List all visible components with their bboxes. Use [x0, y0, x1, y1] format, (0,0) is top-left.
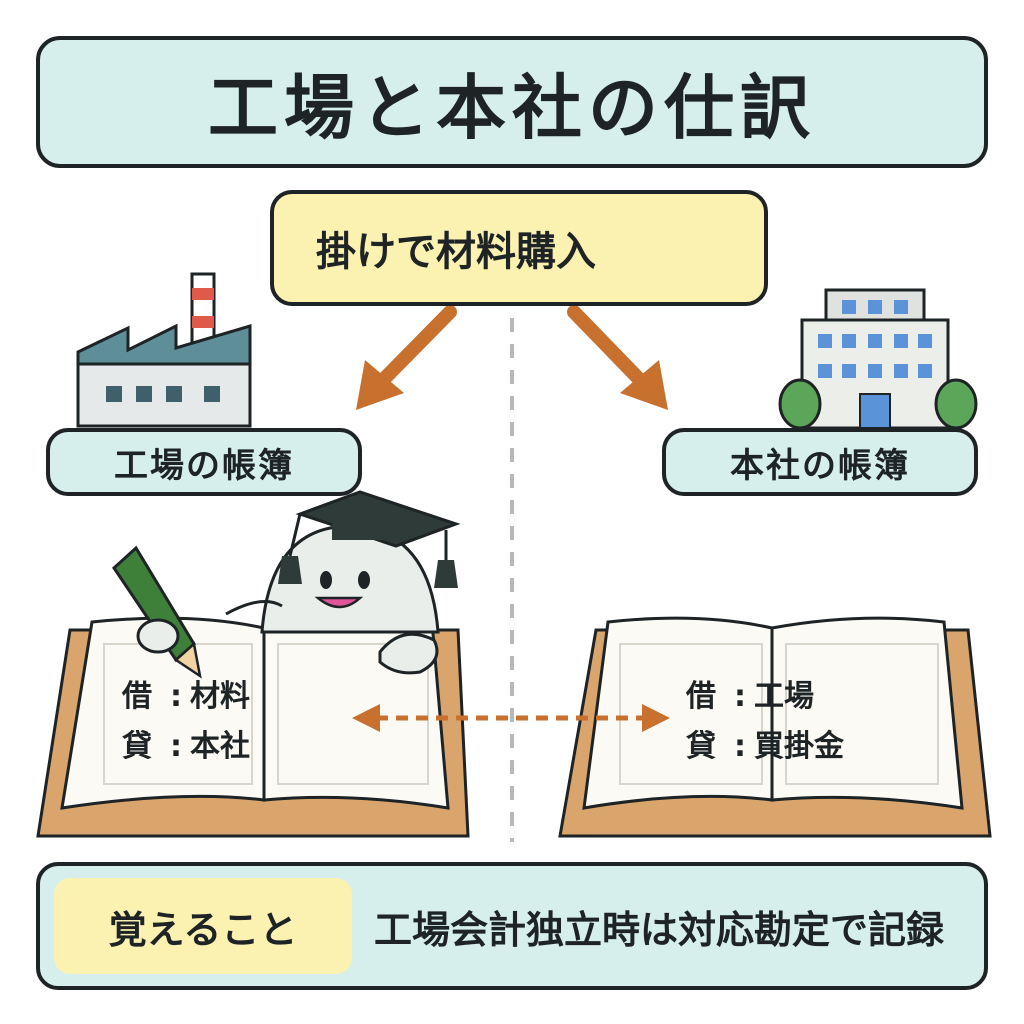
hq-credit-account: 買掛金 — [754, 729, 844, 764]
arrow-to-hq — [567, 305, 668, 410]
page-title: 工場と本社の仕訳 — [36, 36, 988, 168]
debit-key: 借 — [122, 679, 152, 714]
factory-icon — [76, 272, 252, 428]
hq-debit-entry: 借:工場 — [686, 682, 814, 712]
factory-credit-account: 本社 — [190, 729, 250, 764]
hq-open-book-icon — [558, 616, 992, 838]
office-building-icon — [778, 288, 978, 430]
factory-debit-account: 材料 — [190, 679, 250, 714]
hq-ledger-title: 本社の帳簿 — [662, 428, 978, 496]
pencil-icon — [112, 545, 202, 679]
transaction-label: 掛けで材料購入 — [270, 190, 768, 306]
memo-label: 覚えること — [54, 878, 352, 974]
credit-key: 貸 — [122, 729, 152, 764]
hq-debit-account: 工場 — [754, 679, 814, 714]
factory-credit-entry: 貸:本社 — [122, 732, 250, 762]
memo-panel: 覚えること 工場会計独立時は対応勘定で記録 — [36, 862, 988, 990]
arrow-to-factory — [356, 305, 457, 410]
graduate-mascot — [225, 490, 461, 675]
separator: : — [170, 679, 182, 714]
separator: : — [170, 729, 182, 764]
factory-ledger-title: 工場の帳簿 — [46, 428, 362, 496]
factory-debit-entry: 借:材料 — [122, 682, 250, 712]
link-arrow — [352, 704, 670, 732]
memo-text: 工場会計独立時は対応勘定で記録 — [374, 907, 945, 952]
separator: : — [734, 679, 746, 714]
separator: : — [734, 729, 746, 764]
debit-key: 借 — [686, 679, 716, 714]
credit-key: 貸 — [686, 729, 716, 764]
hq-credit-entry: 貸:買掛金 — [686, 732, 844, 762]
